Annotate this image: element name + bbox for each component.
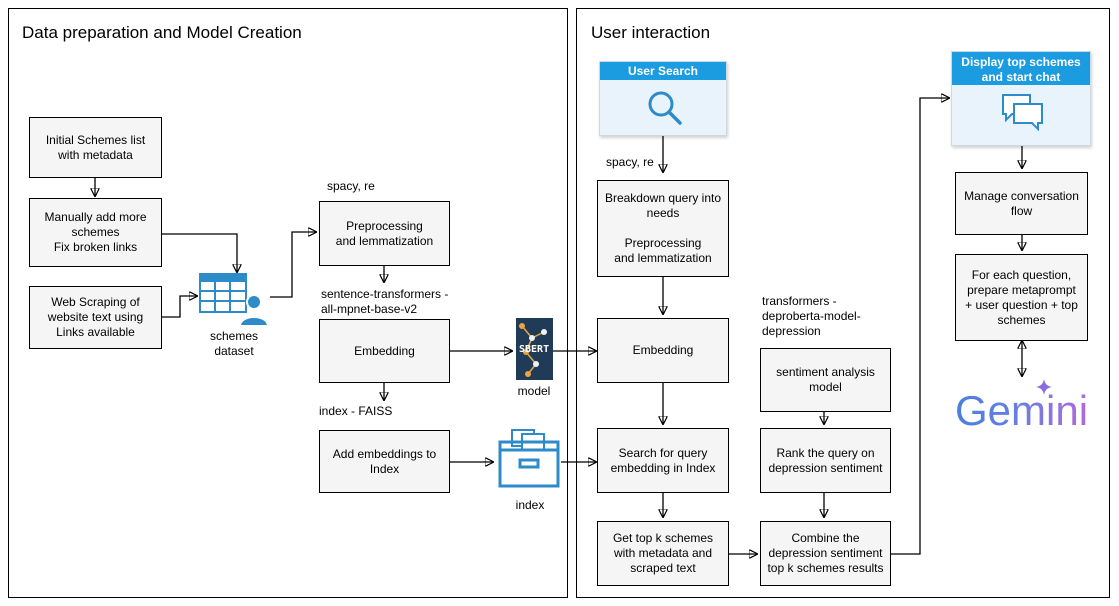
user-search-header: User Search xyxy=(600,62,726,80)
arrow-manual-to-dataset xyxy=(162,233,237,272)
table-user-icon xyxy=(199,273,270,327)
sparkle-icon xyxy=(1036,379,1052,395)
user-search-card: User Search xyxy=(599,61,727,136)
transformers-label: transformers - deproberta-model- depress… xyxy=(762,294,861,338)
chat-bubbles-icon xyxy=(1002,94,1043,132)
spacy-label-right: spacy, re xyxy=(606,155,654,169)
gemini-logo: Gemini xyxy=(955,387,1088,435)
dataset-label: schemes dataset xyxy=(209,329,259,358)
combine-box: Combine the depression sentiment top k s… xyxy=(760,521,891,586)
file-cabinet-icon xyxy=(498,429,560,488)
embedding-box-left: Embedding xyxy=(319,319,450,383)
magnifier-icon xyxy=(648,91,682,125)
data-prep-title: Data preparation and Model Creation xyxy=(22,23,302,42)
sbert-text: SBERT xyxy=(519,344,550,355)
arrow-scrape-to-dataset xyxy=(162,296,197,318)
sentence-transformers-label: sentence-transformers - all-mpnet-base-v… xyxy=(321,287,449,316)
top-k-box: Get top k schemes with metadata and scra… xyxy=(597,521,729,586)
manual-add-box: Manually add more schemes Fix broken lin… xyxy=(29,198,162,267)
manage-flow-box: Manage conversation flow xyxy=(955,172,1088,235)
breakdown-box: Breakdown query into needs Preprocessing… xyxy=(597,180,729,277)
embedding-box-right: Embedding xyxy=(597,318,729,383)
preprocessing-box: Preprocessing and lemmatization xyxy=(319,201,450,266)
add-embeddings-box: Add embeddings to Index xyxy=(319,430,450,493)
initial-schemes-box: Initial Schemes list with metadata xyxy=(29,117,162,178)
user-interaction-title: User interaction xyxy=(591,23,711,42)
search-index-box: Search for query embedding in Index xyxy=(597,428,729,493)
faiss-label: index - FAISS xyxy=(319,404,393,418)
model-label: model xyxy=(517,384,551,398)
index-label: index xyxy=(515,498,545,512)
display-chat-card: Display top schemes and start chat xyxy=(951,51,1091,146)
sentiment-model-box: sentiment analysis model xyxy=(760,348,891,412)
display-chat-header: Display top schemes and start chat xyxy=(952,52,1090,85)
arrow-combine-to-display xyxy=(891,98,949,555)
web-scraping-box: Web Scraping of website text using Links… xyxy=(29,286,162,349)
metaprompt-box: For each question, prepare metaprompt + … xyxy=(955,254,1088,341)
gemini-logo-text: Gemini xyxy=(955,387,1089,434)
sbert-network-icon: SBERT xyxy=(516,318,553,380)
rank-query-box: Rank the query on depression sentiment xyxy=(760,428,891,493)
arrow-dataset-to-preprocess xyxy=(270,232,316,298)
spacy-label-left: spacy, re xyxy=(327,179,375,193)
